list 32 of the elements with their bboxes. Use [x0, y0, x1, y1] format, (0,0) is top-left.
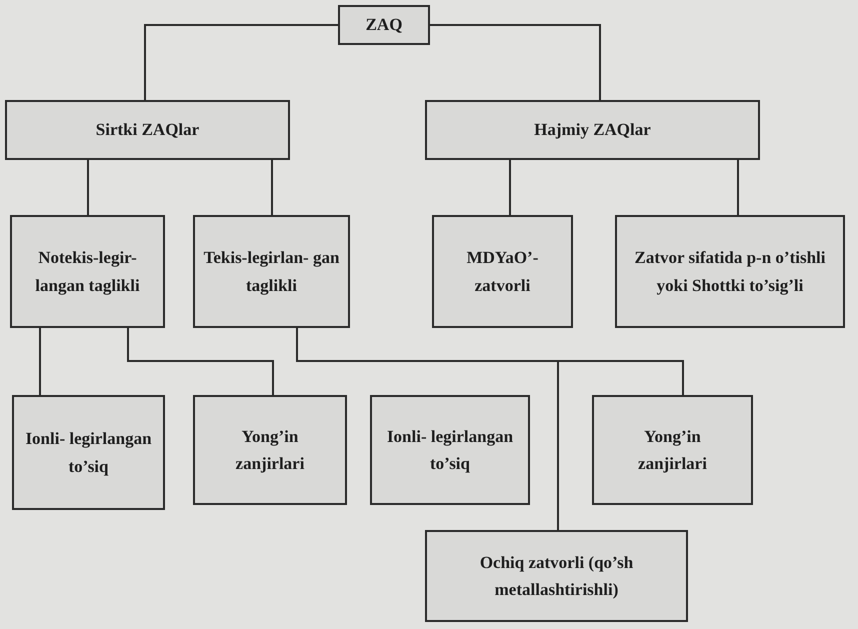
node-label: Hajmiy ZAQlar: [534, 119, 651, 142]
node-label: Tekis-legirlan- gan taglikli: [203, 247, 340, 297]
node-label: Zatvor sifatida p-n o’tishli yoki Shottki to’sig’li: [634, 247, 826, 297]
connector-line: [509, 160, 511, 215]
connector-line: [430, 24, 601, 100]
connector-line: [39, 328, 41, 395]
node-label: ZAQ: [366, 14, 402, 36]
connector-line: [271, 160, 273, 215]
node-label: Ionli- legirlangan to’siq: [386, 426, 514, 475]
category-box: [425, 530, 688, 622]
connector-line: [144, 24, 338, 100]
category-box: [425, 100, 760, 160]
node-label: Ochiq zatvorli (qo’sh metallashtirishli): [478, 552, 634, 601]
category-box: [12, 395, 165, 510]
category-box: [5, 100, 290, 160]
category-box: [193, 395, 347, 505]
node-label: Sirtki ZAQlar: [96, 119, 200, 142]
category-box: [193, 215, 350, 328]
category-box: [10, 215, 165, 328]
node-label: Yong’in zanjirlari: [637, 426, 708, 475]
node-label: Notekis-legir- langan taglikli: [34, 247, 141, 297]
node-label: MDYaO’- zatvorli: [466, 247, 540, 296]
category-box: [615, 215, 845, 328]
category-box: [592, 395, 753, 505]
node-label: Ionli- legirlangan to’siq: [24, 428, 153, 478]
node-label: Yong’in zanjirlari: [234, 426, 306, 475]
category-box: [338, 5, 430, 45]
category-box: [432, 215, 573, 328]
category-box: [370, 395, 530, 505]
connector-line: [737, 160, 739, 215]
connector-line: [127, 328, 274, 395]
connector-line: [87, 160, 89, 215]
